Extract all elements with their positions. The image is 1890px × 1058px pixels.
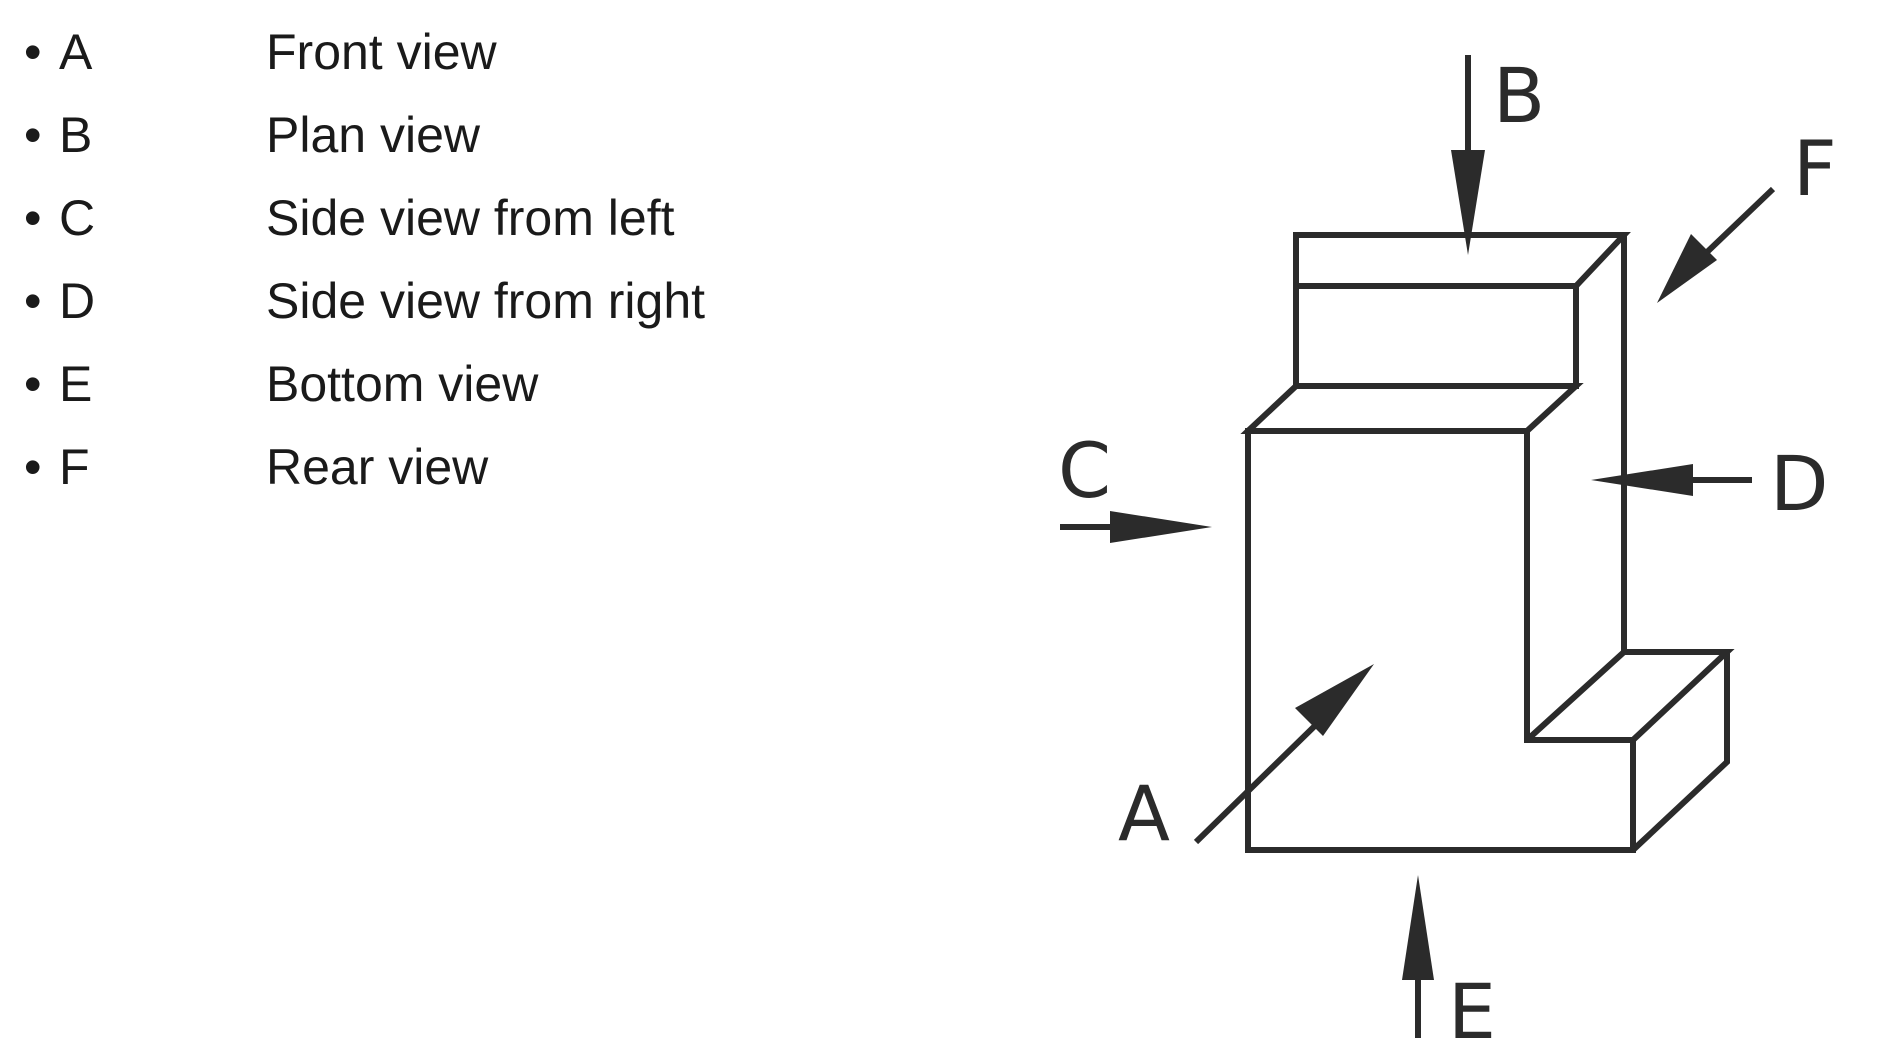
- view-arrows: [1060, 55, 1776, 1038]
- arrow-label-d: D: [1770, 439, 1829, 528]
- arrow-label-a: A: [1118, 769, 1170, 858]
- bullet: •: [24, 190, 42, 246]
- arrow-f: [1657, 186, 1776, 303]
- legend-letter: B: [59, 107, 93, 163]
- arrow-d: [1591, 464, 1752, 496]
- main-body-front-face: [1245, 428, 1636, 853]
- legend-letter: A: [59, 24, 93, 80]
- bullet: •: [24, 107, 42, 163]
- arrow-label-e: E: [1448, 967, 1496, 1056]
- legend-description: Side view from left: [266, 190, 675, 246]
- legend-letter: E: [59, 356, 93, 412]
- legend-description: Plan view: [266, 107, 480, 163]
- foot-step-side-face: [1630, 649, 1730, 853]
- bullet: •: [24, 356, 42, 412]
- legend-description: Side view from right: [266, 273, 706, 329]
- arrow-label-c: C: [1058, 426, 1111, 515]
- top-block-front-face: [1293, 283, 1579, 389]
- arrow-label-b: B: [1493, 51, 1545, 140]
- arrow-label-f: F: [1793, 124, 1837, 213]
- arrow-c: [1060, 511, 1212, 543]
- arrow-b: [1451, 55, 1485, 255]
- top-block-outline: [1293, 232, 1631, 289]
- arrow-a: [1193, 664, 1374, 845]
- legend-description: Front view: [266, 24, 497, 80]
- legend-letter: C: [59, 190, 96, 246]
- arrow-labels: B F C D A E: [1058, 51, 1837, 1056]
- bullet: •: [24, 439, 42, 495]
- bullet: •: [24, 24, 42, 80]
- foot-step-top-face: [1524, 649, 1735, 743]
- main-body-top-face: [1240, 383, 1584, 434]
- legend-letter: F: [59, 439, 90, 495]
- legend-description: Bottom view: [266, 356, 539, 412]
- isometric-block: [1240, 232, 1735, 853]
- arrow-e: [1402, 875, 1434, 1038]
- legend-letter: D: [59, 273, 96, 329]
- legend-description: Rear view: [266, 439, 489, 495]
- bullet: •: [24, 273, 42, 329]
